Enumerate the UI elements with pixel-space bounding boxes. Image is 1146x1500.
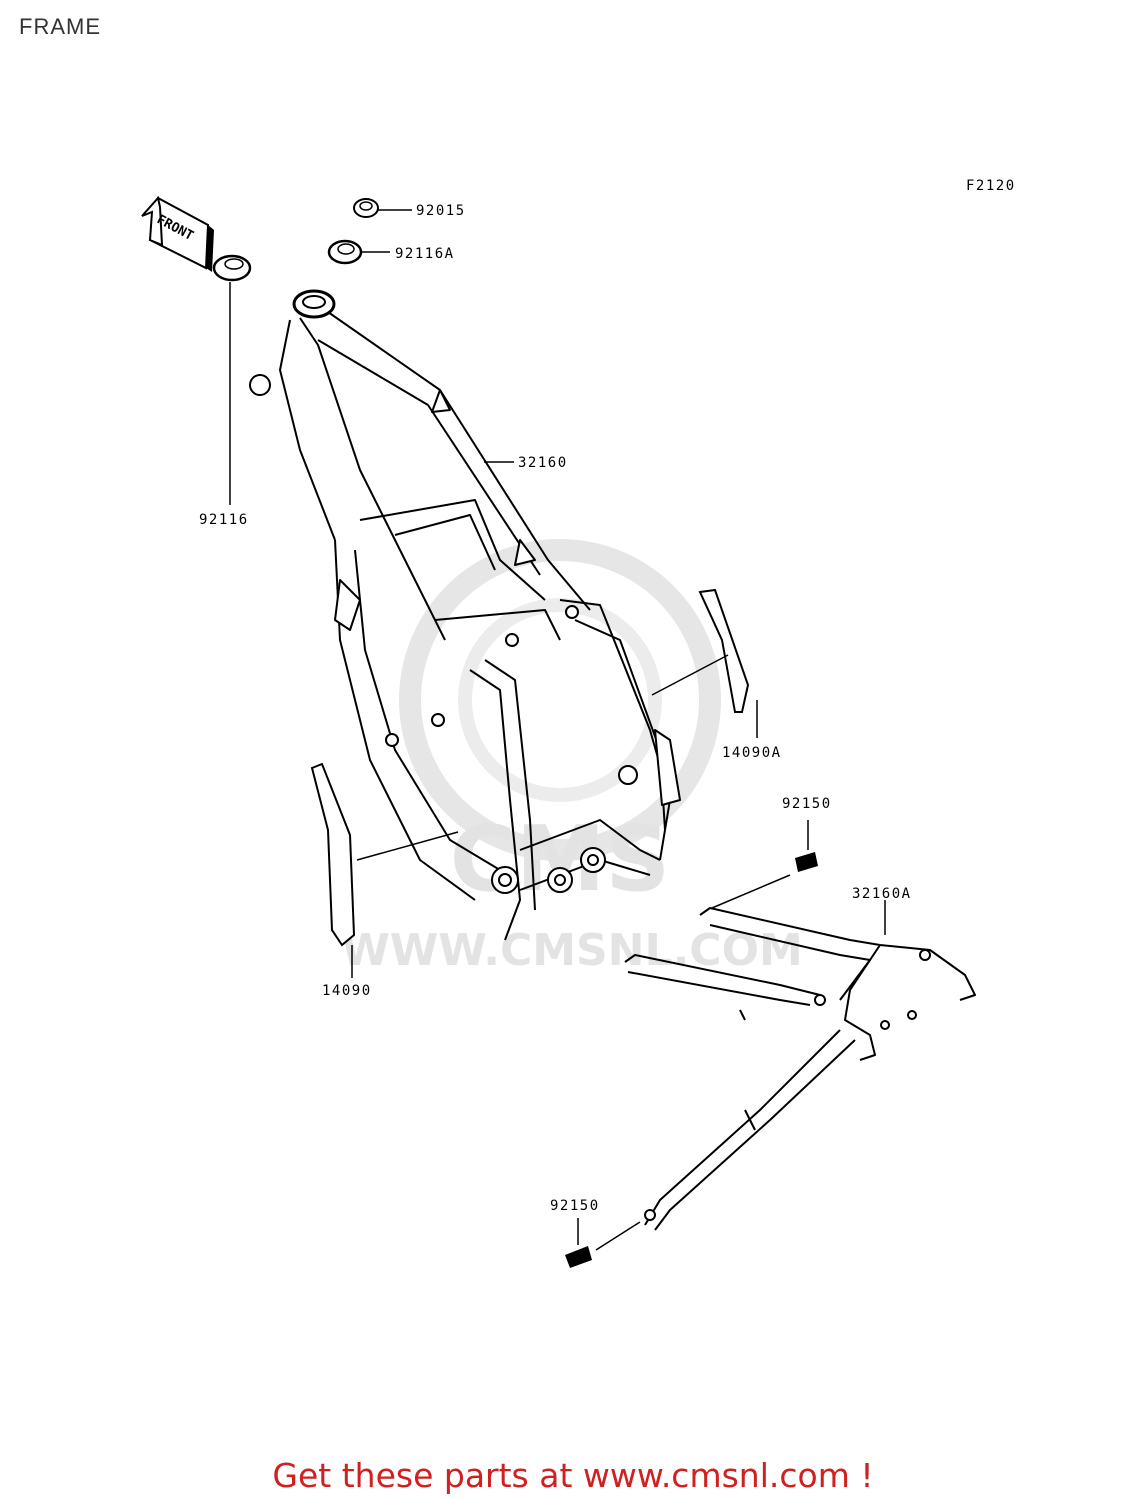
part-label-92150-lower: 92150 (550, 1198, 600, 1214)
part-label-92015: 92015 (416, 203, 466, 219)
frame-parts-diagram: CMS WWW.CMSNL.COM F2120 FRONT 92015 9211… (141, 178, 1016, 1268)
sub-frame-icon (624, 900, 976, 1231)
part-92150-lower-bolt-icon (565, 1218, 641, 1268)
footer-link[interactable]: Get these parts at www.cmsnl.com ! (272, 1456, 874, 1495)
part-92150-upper-bolt-icon (711, 820, 818, 909)
part-label-14090A: 14090A (722, 745, 782, 761)
part-92116A-bearing-icon (327, 239, 390, 265)
part-label-14090: 14090 (322, 983, 372, 999)
part-92015-nut-icon (353, 198, 412, 218)
part-label-92116: 92116 (199, 512, 249, 528)
page-title: FRAME (19, 14, 101, 39)
main-frame-icon (249, 289, 681, 941)
part-14090A-cover-icon (651, 588, 758, 738)
part-label-32160: 32160 (518, 455, 568, 471)
front-arrow-icon: FRONT (141, 195, 214, 272)
part-label-32160A: 32160A (852, 886, 912, 902)
part-14090-cover-icon (310, 762, 459, 978)
part-label-92116A: 92116A (395, 246, 455, 262)
part-label-92150-upper: 92150 (782, 796, 832, 812)
watermark: CMS WWW.CMSNL.COM (341, 539, 803, 976)
diagram-code: F2120 (966, 178, 1016, 194)
svg-text:CMS: CMS (450, 807, 670, 912)
part-92116-bearing-icon (212, 254, 252, 505)
watermark-text: WWW.CMSNL.COM (341, 925, 803, 976)
